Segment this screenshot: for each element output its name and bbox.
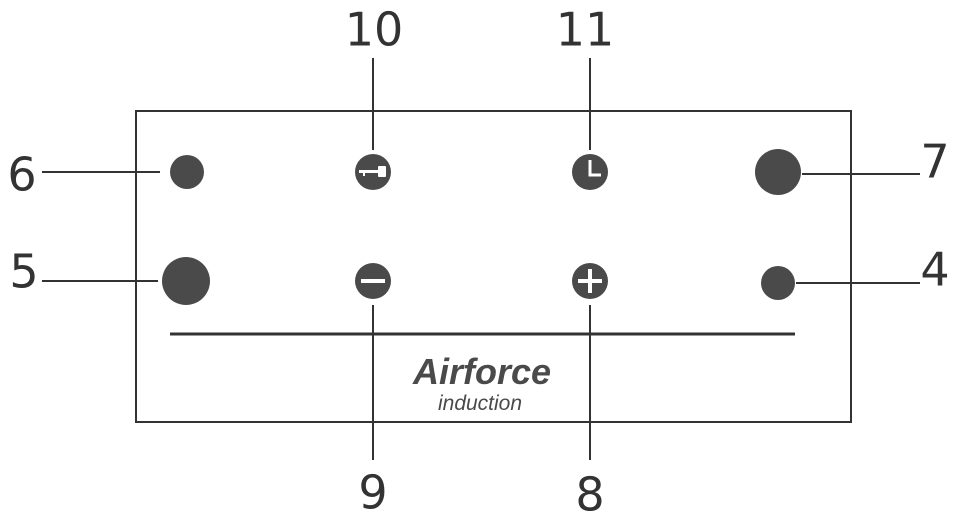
brand-subtitle: induction xyxy=(438,392,522,415)
callout-6: 6 xyxy=(7,148,36,202)
key-icon xyxy=(359,166,386,177)
minus-button[interactable] xyxy=(355,263,391,299)
button-6-small[interactable] xyxy=(170,155,204,189)
button-7-large[interactable] xyxy=(755,149,801,195)
callout-9: 9 xyxy=(358,466,387,520)
timer-button[interactable] xyxy=(572,154,608,190)
callout-7: 7 xyxy=(920,135,949,189)
key-button[interactable] xyxy=(355,154,391,190)
callout-4: 4 xyxy=(920,243,949,297)
brand-logo: Airforce xyxy=(412,351,551,392)
control-panel xyxy=(135,110,852,423)
callout-10: 10 xyxy=(345,3,404,57)
callout-11: 11 xyxy=(556,3,615,57)
callout-8: 8 xyxy=(575,468,604,522)
clock-icon xyxy=(588,160,601,177)
plus-button[interactable] xyxy=(572,263,608,299)
minus-icon xyxy=(361,279,385,283)
callout-5: 5 xyxy=(9,245,38,299)
button-4-small[interactable] xyxy=(761,266,795,300)
plus-icon xyxy=(578,269,602,293)
button-5-large[interactable] xyxy=(162,257,210,305)
